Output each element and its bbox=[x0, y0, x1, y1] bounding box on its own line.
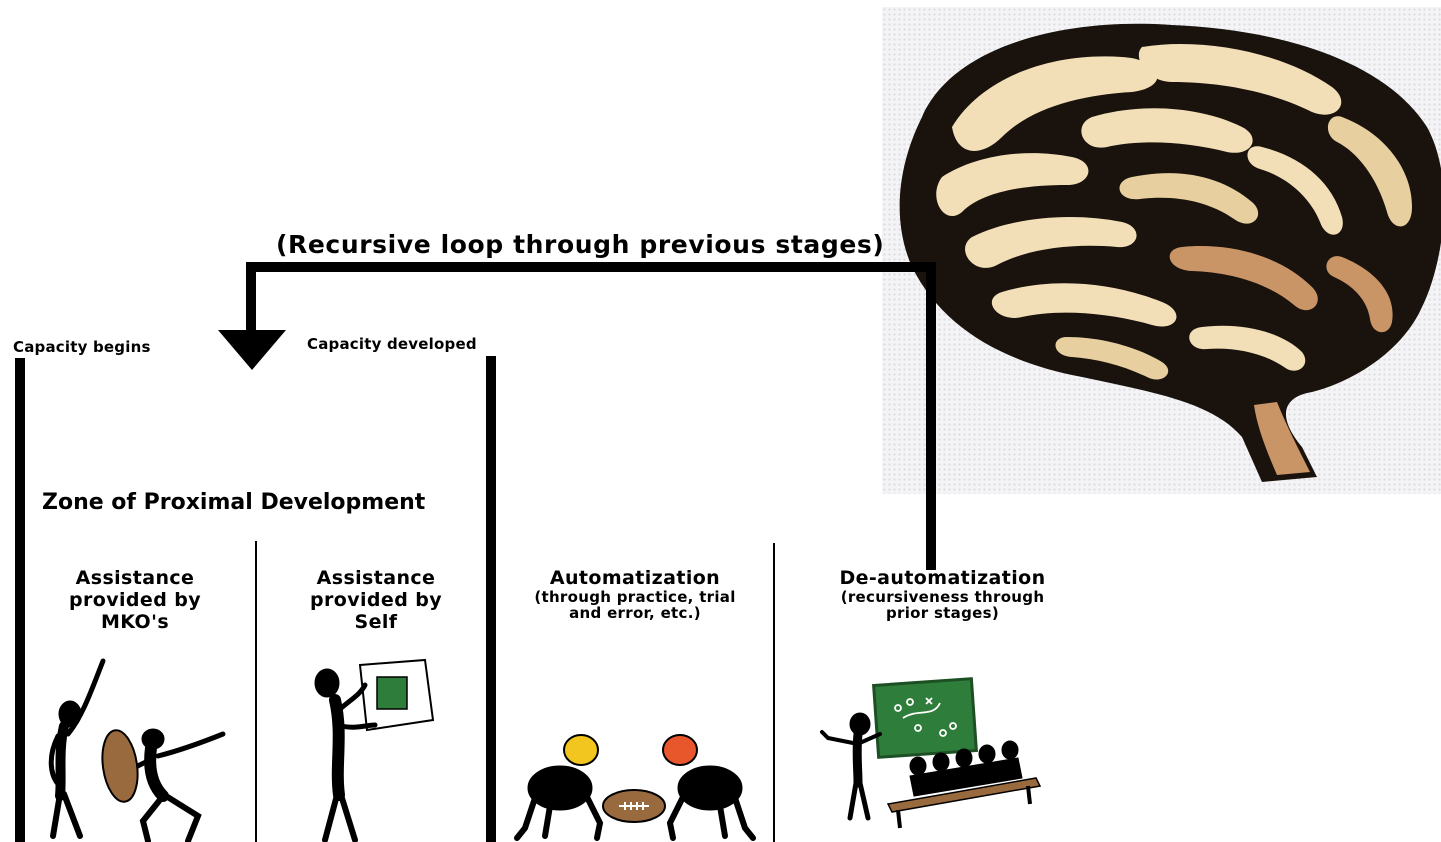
stage-self-title: Assistance provided by Self bbox=[309, 567, 442, 633]
stage-divider-line bbox=[773, 543, 775, 842]
recursive-loop-label: (Recursive loop through previous stages) bbox=[276, 230, 885, 259]
down-arrow-icon bbox=[218, 330, 286, 370]
capacity-developed-label: Capacity developed bbox=[307, 335, 477, 353]
zone-title: Zone of Proximal Development bbox=[42, 490, 426, 515]
figure-pointing-with-football-icon bbox=[48, 658, 226, 842]
stage-deautomatization-title: De-automatization bbox=[839, 567, 1046, 589]
stage-self: Assistance provided by Self bbox=[290, 567, 462, 633]
stage-automatization: Automatization (through practice, trial … bbox=[505, 567, 765, 621]
capacity-begins-label: Capacity begins bbox=[13, 338, 151, 356]
stage-deautomatization: De-automatization (recursiveness through… bbox=[800, 567, 1085, 621]
figure-holding-playbook-icon bbox=[314, 658, 435, 842]
capacity-begins-line bbox=[15, 358, 25, 842]
stage-mko: Assistance provided by MKO's bbox=[40, 567, 230, 633]
stage-automatization-subtitle: (through practice, trial and error, etc.… bbox=[534, 588, 736, 622]
zpd-divider-line bbox=[255, 541, 257, 842]
loop-right-vertical-line bbox=[926, 262, 936, 570]
brain-icon bbox=[899, 23, 1441, 482]
stage-mko-title: Assistance provided by MKO's bbox=[68, 567, 201, 633]
stage-deautomatization-subtitle: (recursiveness through prior stages) bbox=[840, 588, 1045, 622]
football-players-lineup-icon bbox=[514, 734, 756, 841]
coach-at-chalkboard-with-team-icon bbox=[820, 677, 1042, 829]
loop-top-line bbox=[246, 262, 936, 272]
loop-left-down-line bbox=[246, 262, 256, 332]
stage-automatization-title: Automatization bbox=[549, 567, 721, 589]
capacity-developed-line bbox=[486, 356, 496, 842]
